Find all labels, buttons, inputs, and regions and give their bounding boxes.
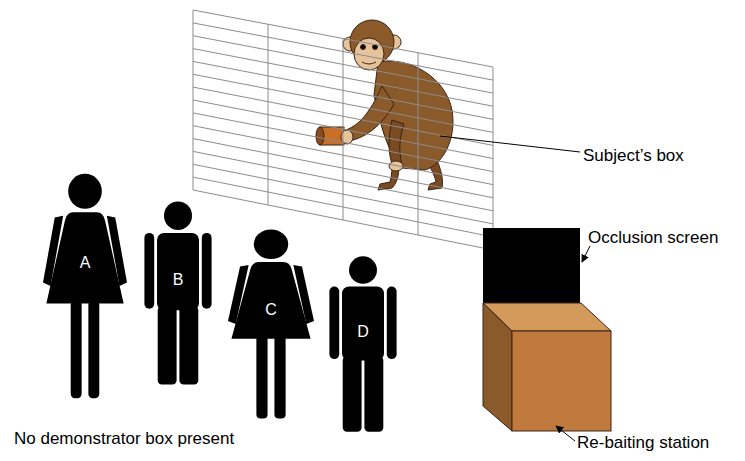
figure-letter: C <box>228 301 314 319</box>
figure-leg <box>71 300 82 398</box>
female-figure <box>43 174 127 398</box>
occlusion-screen <box>483 228 580 304</box>
leader-line <box>440 136 580 152</box>
figure-arm <box>329 286 339 359</box>
figure-leg <box>256 336 267 419</box>
figure-head <box>349 256 377 283</box>
leader-arrow <box>556 426 575 441</box>
mesh-grid <box>193 10 493 250</box>
female-figure <box>228 229 314 418</box>
grid-line <box>418 53 419 235</box>
person-figure: B <box>143 200 213 386</box>
figure-leg <box>88 300 99 398</box>
grid-line <box>193 10 194 190</box>
person-figure: D <box>328 255 398 433</box>
figure-arm <box>202 233 212 309</box>
male-figure <box>144 201 211 384</box>
chimpanzee <box>316 20 453 190</box>
box-front <box>512 331 611 431</box>
person-figure: A <box>43 172 127 400</box>
grid-line <box>493 67 494 250</box>
callout-label: Re-baiting station <box>577 433 709 453</box>
figure-outline <box>43 172 127 400</box>
figure-arm <box>107 216 127 286</box>
figure-arm <box>387 286 397 359</box>
figure-leg <box>158 306 177 385</box>
figure-arm <box>293 265 314 324</box>
leader-arrow <box>582 246 590 262</box>
figure-letter: B <box>143 271 213 289</box>
figure-letter: D <box>328 323 398 341</box>
callout-label: Occlusion screen <box>588 228 718 248</box>
person-figure: C <box>228 228 314 420</box>
figure-head <box>68 174 102 209</box>
cup-opening <box>316 127 324 145</box>
figure-outline <box>228 228 314 420</box>
figure-outline <box>328 255 398 433</box>
figure-letter: A <box>43 254 127 272</box>
figure-outline <box>143 200 213 386</box>
chimp-eye <box>361 45 366 50</box>
grid-line <box>268 24 269 205</box>
figure-leg <box>179 306 198 385</box>
callout-label: Subject’s box <box>583 146 684 166</box>
figure-arm <box>144 233 154 309</box>
male-figure <box>329 256 396 431</box>
figure-arm <box>228 265 249 324</box>
figure-leg <box>364 356 383 431</box>
grid-line <box>343 39 344 221</box>
re-baiting-box <box>483 303 611 431</box>
figure-head <box>254 229 288 259</box>
chimp-mouth <box>362 62 376 64</box>
figure-leg <box>343 356 362 431</box>
figure-head <box>164 201 192 230</box>
callout-label: No demonstrator box present <box>14 429 234 449</box>
figure-leg <box>274 336 285 419</box>
figure-arm <box>43 216 63 286</box>
box-side <box>483 303 512 431</box>
